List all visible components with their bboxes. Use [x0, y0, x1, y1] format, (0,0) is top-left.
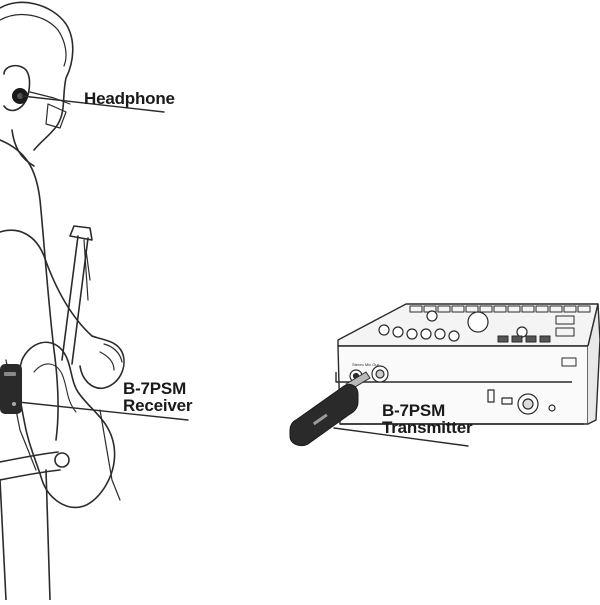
guitar-headstock [69, 225, 93, 241]
device-front-jacks [349, 365, 556, 415]
receiver-device [0, 364, 22, 414]
headphone-earpiece [12, 88, 28, 104]
guitar-neck [61, 235, 89, 365]
receiver-label-model: B-7PSM [123, 379, 187, 398]
pants [0, 469, 51, 601]
receiver-label: B-7PSM Receiver [123, 380, 192, 414]
transmitter-label-type: Transmitter [382, 418, 473, 437]
device-knobs [378, 310, 528, 342]
leader-line-headphone [21, 95, 165, 113]
guitar-body [18, 341, 116, 509]
belt-clip [54, 452, 70, 468]
torso [0, 139, 59, 441]
hair [0, 13, 67, 67]
leader-line-transmitter [333, 427, 469, 447]
transmitter-device [289, 371, 371, 447]
transmitter-label-model: B-7PSM [382, 401, 446, 420]
device-side [587, 303, 600, 425]
guitar-body-inner [33, 363, 77, 413]
hand [99, 343, 123, 371]
headphone-label-text: Headphone [84, 89, 175, 108]
transmitter-label: B-7PSM Transmitter [382, 401, 473, 437]
receiver-label-type: Receiver [123, 396, 193, 415]
transmitter-logo [312, 413, 328, 426]
ear-outline [3, 64, 31, 112]
headphone-label: Headphone [84, 90, 175, 107]
glasses [29, 91, 71, 129]
device-base [335, 372, 584, 425]
forearm [79, 335, 125, 390]
device-jack-label: Stereo Mix Out [352, 362, 380, 367]
leader-lines [17, 95, 469, 447]
belt [0, 451, 61, 481]
leader-line-receiver [17, 401, 189, 421]
head-outline [0, 1, 74, 151]
device-pads [497, 315, 577, 367]
guitar-strap [83, 239, 121, 501]
